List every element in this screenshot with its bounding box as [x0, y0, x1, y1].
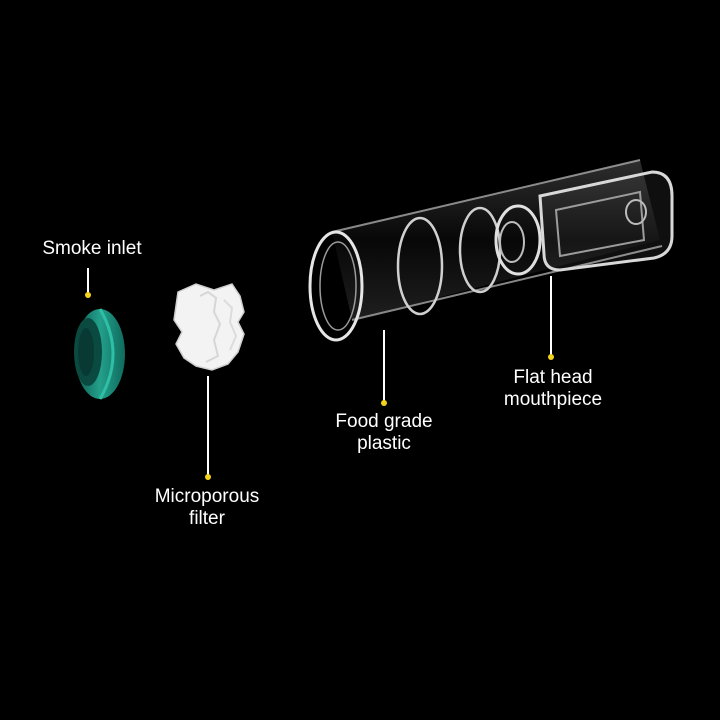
smoke-inlet-leader	[87, 268, 89, 296]
food-grade-plastic-label: Food grade plastic	[328, 411, 440, 455]
flat-head-mouthpiece-label: Flat head mouthpiece	[490, 367, 616, 411]
smoke-inlet-label: Smoke inlet	[30, 238, 154, 260]
clear-tube	[308, 159, 663, 342]
flat-head-line2: mouthpiece	[503, 389, 603, 410]
microporous-filter-label: Microporous filter	[128, 486, 286, 530]
microporous-filter-leader	[207, 376, 209, 476]
smoke-inlet-ring	[74, 308, 125, 400]
flat-head-leader	[550, 276, 552, 356]
microporous-filter	[173, 283, 245, 371]
food-grade-leader	[383, 330, 385, 402]
food-grade-line1: Food grade	[335, 411, 433, 432]
microporous-filter-dot	[205, 474, 211, 480]
flat-head-line1: Flat head	[513, 367, 593, 388]
smoke-inlet-dot	[85, 292, 91, 298]
flat-head-mouthpiece	[538, 170, 674, 272]
food-grade-line2: plastic	[357, 433, 411, 454]
microporous-filter-line2: filter	[189, 508, 225, 529]
flat-head-dot	[548, 354, 554, 360]
smoke-inlet-text: Smoke inlet	[42, 238, 142, 259]
food-grade-dot	[381, 400, 387, 406]
microporous-filter-line1: Microporous	[154, 486, 260, 507]
